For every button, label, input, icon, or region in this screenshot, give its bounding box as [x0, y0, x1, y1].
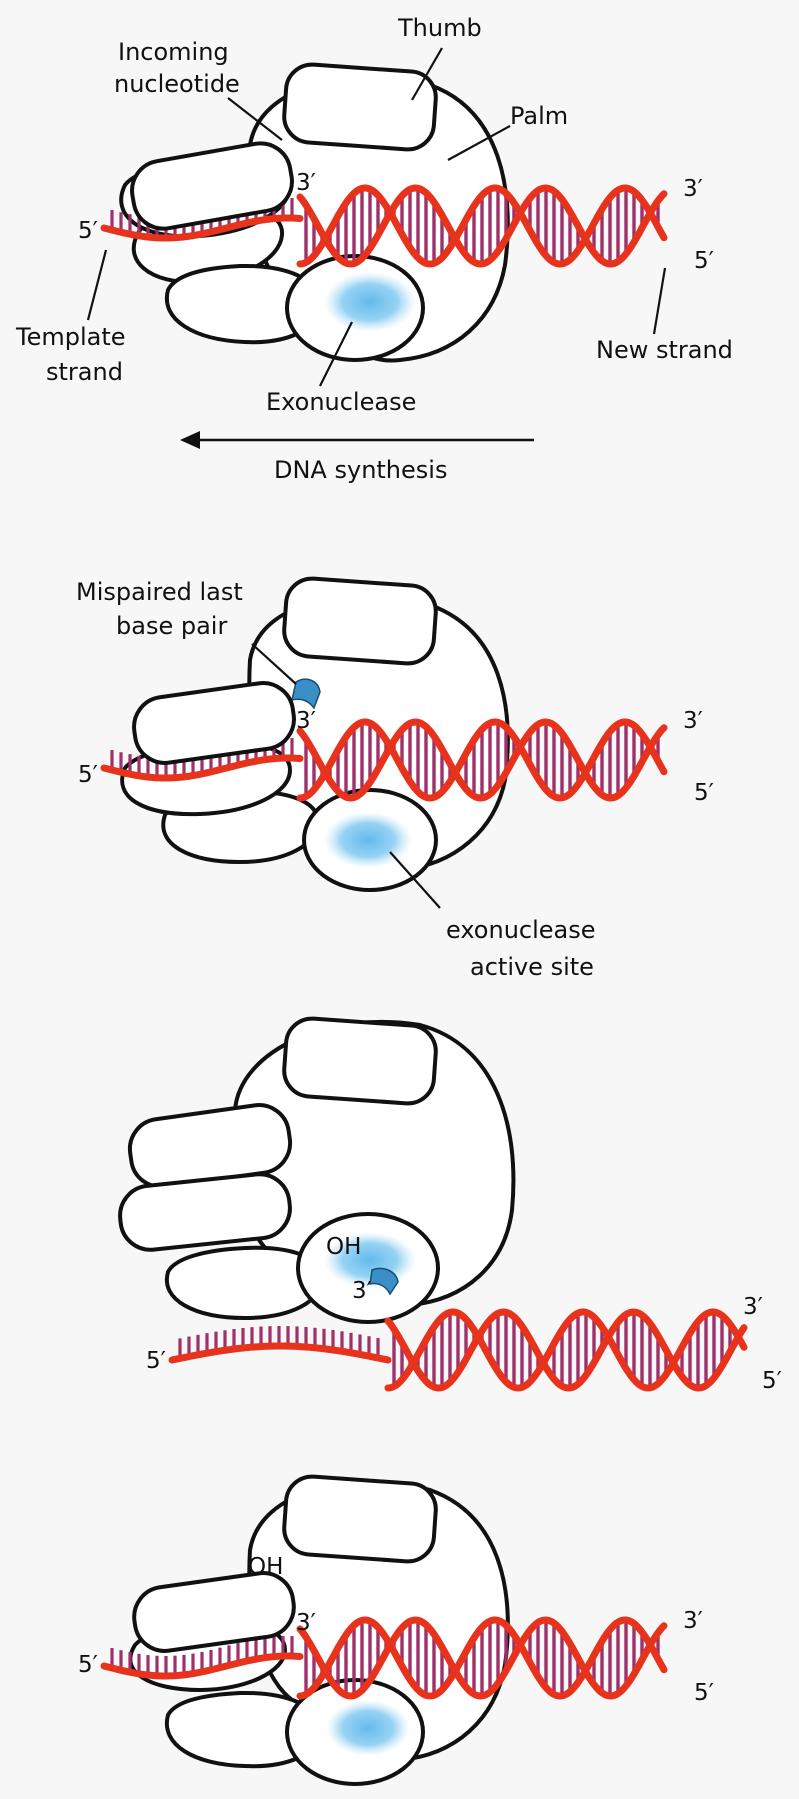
- end-5-right: 5′: [762, 1368, 782, 1394]
- exonuclease-active-site-blob: [326, 1700, 410, 1756]
- thumb-domain: [282, 577, 437, 665]
- palm-label: Palm: [510, 102, 568, 130]
- new-strand-label: New strand: [596, 336, 733, 364]
- template-tail-backbone: [172, 1346, 388, 1360]
- end-5-left: 5′: [78, 218, 98, 244]
- oh-label: OH: [326, 1234, 361, 1260]
- exo-site-label-1: exonuclease: [446, 916, 596, 944]
- mispaired-label-1: Mispaired last: [76, 578, 243, 606]
- end-3-inner: 3′: [296, 170, 316, 196]
- panel-4-corrected: OH 3′ 5′ 3′ 5′: [78, 1475, 714, 1784]
- dna-duplex: [172, 1312, 744, 1388]
- end-3-right: 3′: [683, 1608, 703, 1634]
- end-3-inner: 3′: [296, 1610, 316, 1636]
- oh-label: OH: [248, 1554, 283, 1580]
- exo-site-label-2: active site: [470, 953, 594, 981]
- panel-1-polymerization: Thumb Palm Incoming nucleotide 3′ 5′ 3′ …: [15, 14, 733, 484]
- end-3-right: 3′: [683, 708, 703, 734]
- new-strand-leader: [654, 268, 665, 334]
- incoming-nucleotide-label-1: Incoming: [118, 38, 229, 66]
- end-5-left: 5′: [78, 762, 98, 788]
- mispaired-label-2: base pair: [116, 612, 227, 640]
- end-5-right: 5′: [694, 248, 714, 274]
- thumb-domain: [282, 1475, 437, 1563]
- thumb-label: Thumb: [397, 14, 482, 42]
- template-leader: [88, 250, 106, 320]
- end-5-right: 5′: [694, 780, 714, 806]
- template-strand-label-1: Template: [15, 323, 126, 351]
- thumb-domain: [282, 1017, 437, 1105]
- end-3-inner: 3′: [296, 708, 316, 734]
- incoming-nucleotide-label-2: nucleotide: [114, 70, 240, 98]
- dna-synthesis-label: DNA synthesis: [274, 456, 447, 484]
- synthesis-direction-arrow: [180, 431, 534, 449]
- exonuclease-active-site-blob: [324, 272, 416, 332]
- end-5-left: 5′: [78, 1652, 98, 1678]
- end-5-left: 5′: [146, 1348, 166, 1374]
- thumb-domain: [282, 63, 437, 151]
- panel-2-mispair: Mispaired last base pair 3′ 5′ 3′ 5′ exo…: [76, 577, 714, 981]
- exonuclease-active-site-blob: [324, 812, 412, 868]
- end-5-right: 5′: [694, 1680, 714, 1706]
- panel-3-excision: OH 3′ 5′ 3′ 5′: [117, 1017, 782, 1394]
- end-3-right: 3′: [683, 176, 703, 202]
- end-3-right: 3′: [743, 1294, 763, 1320]
- exonuclease-label: Exonuclease: [266, 388, 416, 416]
- end-3-inner: 3′: [352, 1278, 372, 1304]
- template-strand-label-2: strand: [46, 358, 123, 386]
